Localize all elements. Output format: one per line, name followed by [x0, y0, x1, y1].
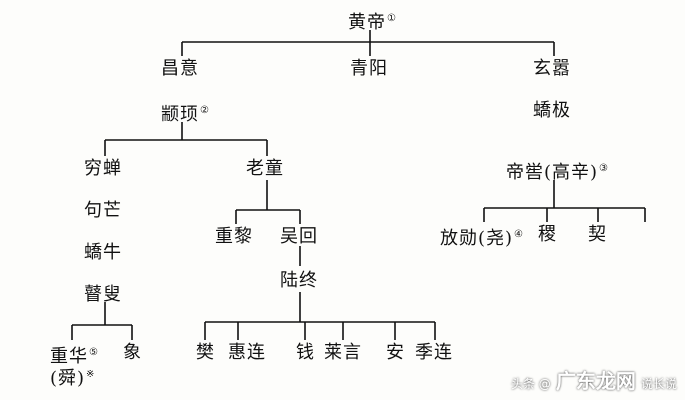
- note-1: ①: [387, 13, 397, 24]
- node-diku: 帝喾(高辛)③: [506, 158, 609, 184]
- node-an: 安: [386, 342, 405, 363]
- note-5: ⑤: [89, 347, 99, 358]
- node-qingyang: 青阳: [350, 58, 388, 79]
- watermark-suffix: 说长说: [640, 377, 677, 391]
- watermark-prefix: 头条 @: [510, 377, 551, 391]
- watermark-main: 广东龙网: [555, 369, 636, 393]
- node-jiaoji: 蟜极: [533, 100, 571, 121]
- note-3: ③: [599, 163, 610, 174]
- node-qiongchan: 穷蝉: [84, 158, 122, 179]
- node-zhuanxu: 颛顼②: [161, 100, 210, 126]
- node-ji: 稷: [538, 224, 557, 245]
- watermark: 头条 @ 广东龙网 说长说: [511, 365, 677, 394]
- note-2: ②: [200, 105, 210, 116]
- node-fan: 樊: [196, 342, 215, 363]
- node-fangxun: 放勋(尧)④: [440, 224, 524, 250]
- node-qiaoniu: 蟜牛: [84, 242, 122, 263]
- node-laiyan: 莱言: [324, 342, 362, 363]
- node-chonghua: 重华⑤: [50, 342, 99, 368]
- node-shun-label: (舜): [50, 368, 86, 389]
- node-diku-label: 帝喾(高辛): [506, 162, 599, 183]
- node-changyi: 昌意: [161, 58, 199, 79]
- node-wuhui: 吴回: [280, 226, 318, 247]
- node-luzhong: 陆终: [280, 270, 318, 291]
- node-jilian: 季连: [415, 342, 453, 363]
- note-4: ④: [514, 229, 525, 240]
- node-huilian: 惠连: [228, 342, 266, 363]
- node-chongli: 重黎: [215, 226, 253, 247]
- node-chonghua-label: 重华: [50, 346, 88, 367]
- node-laotong: 老童: [246, 158, 284, 179]
- node-huangdi: 黄帝①: [348, 8, 397, 34]
- node-xiang: 象: [123, 342, 142, 363]
- note-star: ※: [86, 369, 96, 380]
- node-shun: (舜)※: [50, 364, 95, 390]
- node-xuanxiao: 玄嚣: [533, 58, 571, 79]
- node-huangdi-label: 黄帝: [348, 12, 386, 33]
- node-xie: 契: [588, 224, 607, 245]
- node-jumang: 句芒: [84, 200, 122, 221]
- node-fangxun-label: 放勋(尧): [440, 228, 514, 249]
- node-jian: 钱: [296, 342, 315, 363]
- node-zhuanxu-label: 颛顼: [161, 104, 199, 125]
- node-gusou: 瞽叟: [84, 284, 122, 305]
